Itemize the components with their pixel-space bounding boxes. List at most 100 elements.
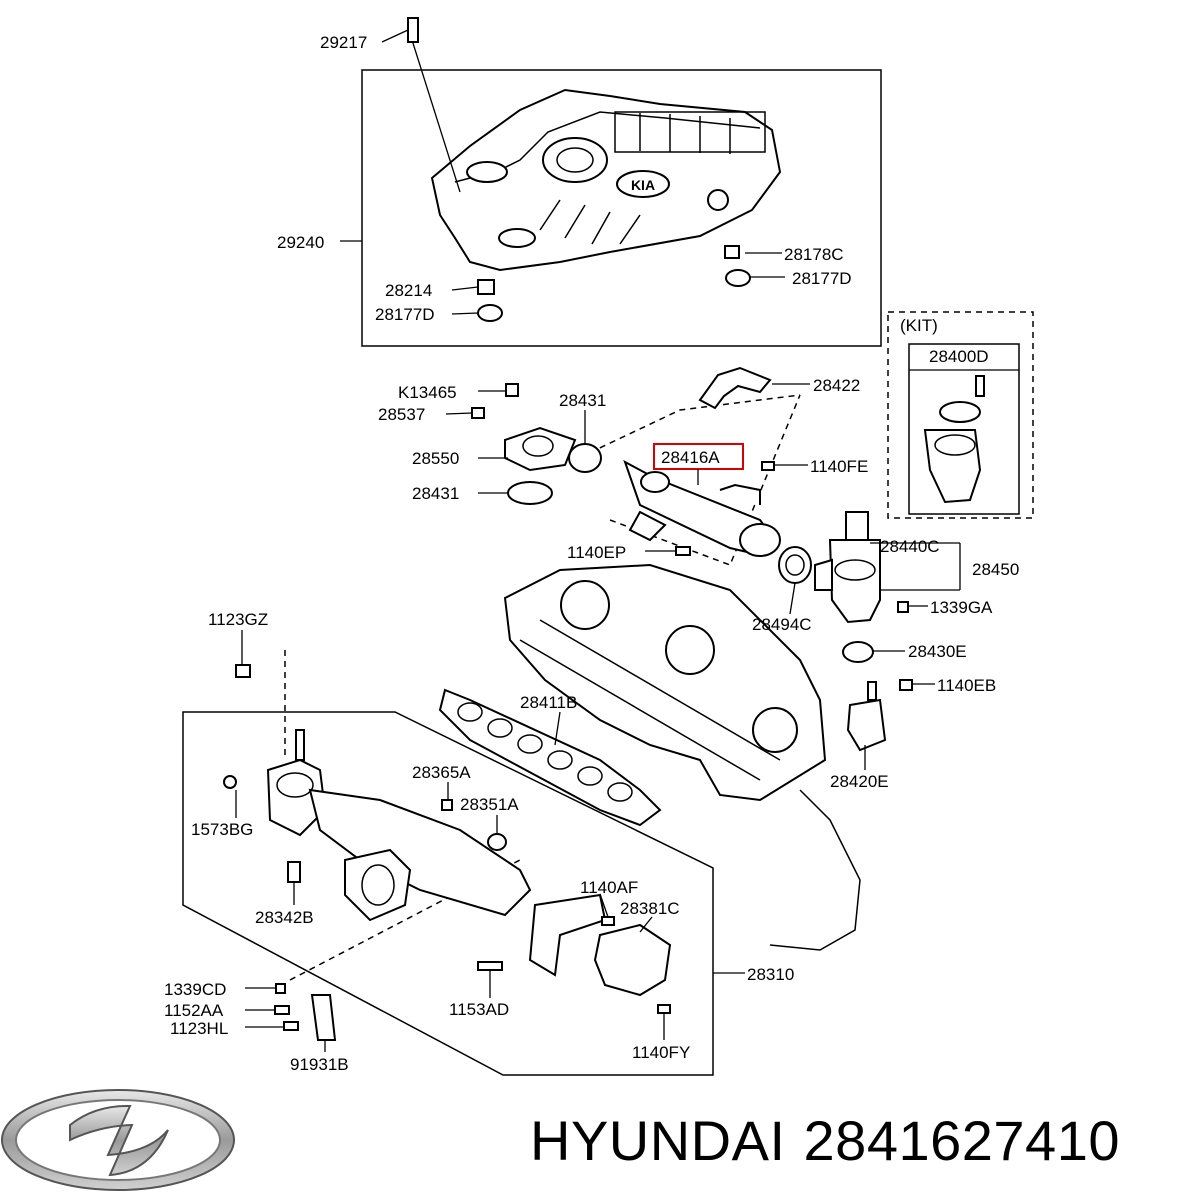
leader-lines (235, 29, 961, 1052)
label-28431-b: 28431 (412, 484, 459, 503)
label-28430E: 28430E (908, 642, 967, 661)
bracket-28381C-support (528, 893, 607, 977)
gasket-28431-b (507, 481, 553, 505)
engine-cover (430, 88, 782, 272)
gasket-28494C (778, 546, 812, 584)
pin-28342B (287, 861, 301, 883)
label-28177D-a: 28177D (375, 305, 435, 324)
label-28537: 28537 (378, 405, 425, 424)
nut-28365A (441, 799, 453, 811)
grommet-28177D-b (725, 269, 751, 287)
bolt-1123HL (283, 1021, 299, 1031)
kit-egr-valve (923, 429, 982, 504)
egr-valve-kit-group (887, 311, 1034, 519)
kit-gasket (939, 401, 981, 423)
stud-intake (295, 729, 305, 761)
brand-name: HYUNDAI (530, 1109, 786, 1172)
cover-emblem-text: KIA (631, 177, 655, 193)
stud-1153AD (477, 961, 503, 971)
label-1140EP: 1140EP (567, 543, 626, 562)
gasket-28430E (842, 641, 874, 663)
egr-cooler-group (471, 366, 812, 584)
bolt-1152AA (274, 1005, 290, 1015)
nut-1339CD (275, 983, 286, 994)
label-28214: 28214 (385, 281, 432, 300)
engine-cover-group: KIA (361, 17, 882, 347)
intake-manifold-group (182, 650, 714, 1076)
label-1123HL: 1123HL (170, 1019, 228, 1038)
label-28342B: 28342B (255, 908, 314, 927)
label-28351A: 28351A (460, 795, 519, 814)
label-28431-a: 28431 (559, 391, 606, 410)
grommet-28177D-a (477, 304, 503, 322)
label-29240: 29240 (277, 233, 324, 252)
label-1123GZ: 1123GZ (208, 610, 268, 629)
kit-inner-box (908, 343, 1020, 515)
gasket-28431-a (568, 443, 602, 473)
label-28365A: 28365A (412, 763, 471, 782)
cover-emblem (616, 170, 670, 198)
label-1140EB: 1140EB (937, 676, 996, 695)
label-1140AF: 1140AF (580, 878, 638, 897)
bolt-1123GZ (235, 664, 251, 678)
label-1140FY: 1140FY (632, 1043, 690, 1062)
grommet-28214 (477, 279, 495, 295)
nut-K13465 (505, 383, 519, 397)
label-1140FE: 1140FE (810, 457, 868, 476)
label-1339GA: 1339GA (930, 598, 993, 617)
label-28416A: 28416A (661, 448, 720, 467)
plug-1573BG (223, 775, 237, 789)
egr-hose-28422 (698, 366, 772, 410)
bolt-28537 (471, 407, 485, 419)
label-28440C: 28440C (880, 537, 940, 556)
cylinder-head-group (438, 563, 861, 951)
kit-bolt (975, 375, 985, 397)
label-28411B: 28411B (520, 693, 577, 712)
oil-filler-opening (542, 137, 608, 183)
label-28550: 28550 (412, 449, 459, 468)
bolt-1140EB (899, 679, 913, 691)
label-1339CD: 1339CD (164, 980, 226, 999)
grommet-28178C (724, 245, 740, 259)
bolt-29217 (407, 17, 419, 43)
label-K13465: K13465 (398, 383, 457, 402)
bolt-1140EP (675, 546, 691, 556)
hyundai-logo (1, 1089, 235, 1191)
label-28178C: 28178C (784, 245, 844, 264)
bolt-1140AF (601, 916, 615, 926)
seal-28351A (487, 833, 507, 851)
label-1152AA: 1152AA (164, 1001, 224, 1020)
label-28177D-b: 28177D (792, 269, 852, 288)
egr-valve-group (814, 511, 913, 752)
label-1573BG: 1573BG (191, 820, 253, 839)
part-labels: 29217 29240 28214 28177D 28178C 28177D (… (164, 33, 1019, 1074)
actuator-28381C (593, 923, 672, 997)
label-28422: 28422 (813, 376, 860, 395)
label-28400D: 28400D (929, 347, 989, 366)
nut-1339GA (897, 601, 909, 613)
intake-manifold-box (182, 711, 714, 1076)
bolt-1140FE (761, 461, 775, 471)
engine-cover-box (361, 69, 882, 347)
flange-28550 (504, 426, 577, 472)
label-28420E: 28420E (830, 772, 889, 791)
gasket-28411B (438, 688, 662, 827)
footer-brand-line: HYUNDAI 2841627410 (530, 1108, 1138, 1173)
label-91931B: 91931B (290, 1055, 349, 1074)
label-28450: 28450 (972, 560, 1019, 579)
label-1153AD: 1153AD (449, 1000, 509, 1019)
intake-manifold-28310 (308, 788, 532, 917)
label-28310: 28310 (747, 965, 794, 984)
bracket-91931B (310, 994, 337, 1041)
bolt-1140FY (657, 1004, 671, 1014)
label-28381C: 28381C (620, 899, 680, 918)
adapter-28420E (846, 698, 887, 752)
label-kit: (KIT) (900, 316, 938, 335)
part-number: 2841627410 (803, 1109, 1120, 1172)
cover-texture-strip (614, 111, 766, 153)
kit-dashed-box (887, 311, 1034, 519)
label-29217: 29217 (320, 33, 367, 52)
egr-valve-28440C (828, 539, 881, 624)
label-28494C: 28494C (752, 615, 812, 634)
